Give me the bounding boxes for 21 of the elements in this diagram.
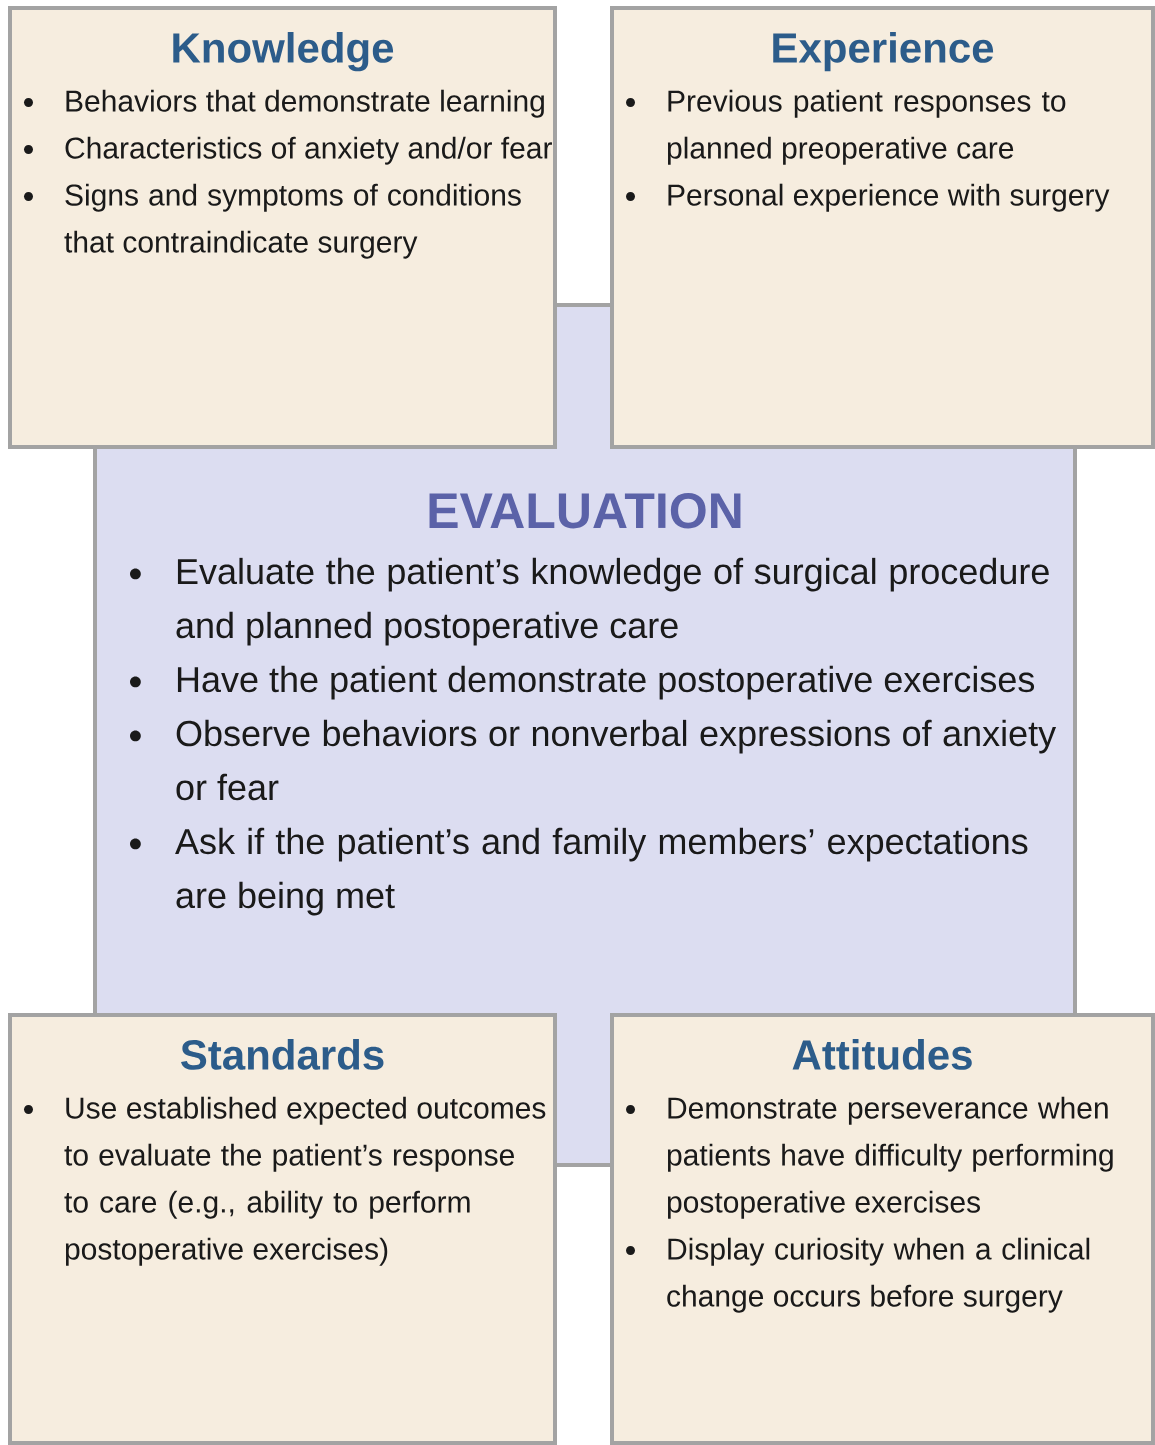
category-box [8, 1013, 557, 1445]
node-heading: Attitudes [792, 1039, 972, 1070]
list-item: Demonstrate perseverance when patients have difficulty performing postoperative exercises [667, 1096, 1113, 1219]
category-box [610, 1013, 1155, 1445]
list-item: Evaluate the patient’s knowledge of surgical procedure and planned postoperative care [176, 557, 1049, 646]
node-heading: Experience [773, 32, 994, 72]
list-item: Have the patient demonstrate postoperative exercises [177, 665, 1035, 700]
list-item: Signs and symptoms of conditions that contraindicate surgery [64, 183, 521, 259]
category-box [8, 6, 557, 449]
list-item: Ask if the patient’s and family members’ expectations are being met [175, 827, 1028, 916]
category-box [610, 6, 1155, 449]
list-item: Personal experience with surgery [668, 183, 1110, 212]
node-heading: Standards [181, 1039, 384, 1070]
list-item: Previous patient responses to planned preoperative care [667, 89, 1066, 165]
node-heading: Knowledge [173, 32, 394, 72]
list-item: Behaviors that demonstrate learning [66, 89, 544, 118]
list-item: Display curiosity when a clinical change occurs before surgery [667, 1237, 1090, 1313]
list-item: Characteristics of anxiety and/or fear [65, 136, 552, 165]
list-item: Observe behaviors or nonverbal expressions of anxiety or fear [176, 719, 1057, 801]
list-item: Use established expected outcomes to evaluate the patient’s response to care (e.g., ability to perform postoperative exercises) [64, 1096, 546, 1266]
node-heading: EVALUATION [429, 493, 741, 529]
